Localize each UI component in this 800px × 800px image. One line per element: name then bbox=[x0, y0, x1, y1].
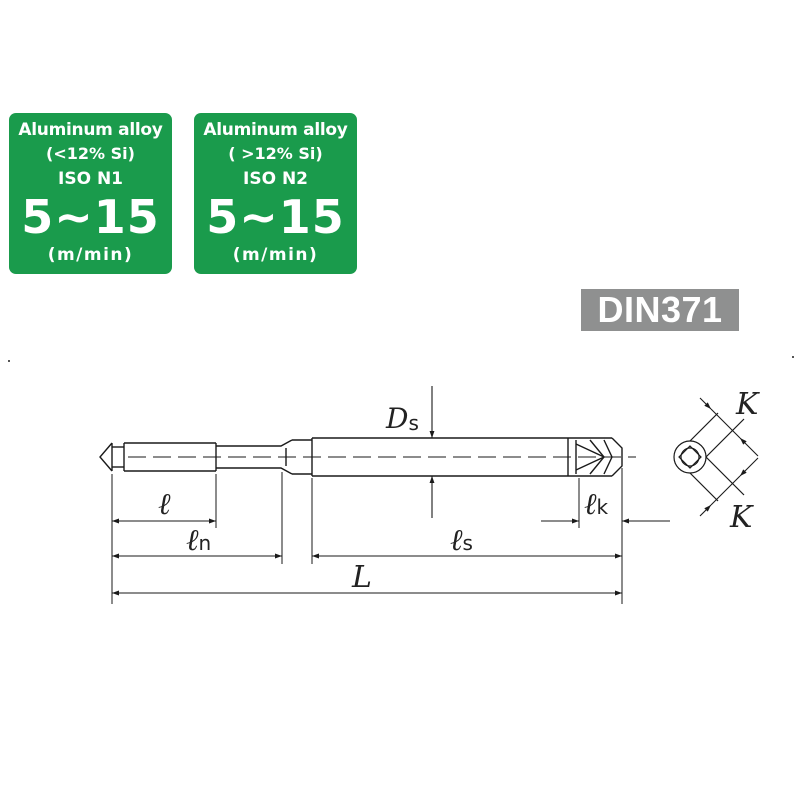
din-standard-tag: DIN371 bbox=[581, 289, 739, 331]
k-dimensions bbox=[699, 397, 759, 517]
end-view bbox=[673, 412, 745, 502]
l-label: ℓ bbox=[158, 487, 171, 522]
badge-speed-unit: (m/min) bbox=[47, 245, 134, 265]
badge-cutting-speed: 5~15 bbox=[206, 190, 345, 244]
edge-mark bbox=[792, 356, 794, 358]
badge-material-label: Aluminum alloy bbox=[18, 120, 163, 140]
dimension-lines bbox=[112, 518, 670, 596]
k-label-bottom: K bbox=[729, 500, 754, 535]
k-label-top: K bbox=[735, 387, 760, 422]
badge-iso-label: ISO N2 bbox=[243, 169, 308, 189]
badge-cutting-speed: 5~15 bbox=[21, 190, 160, 244]
material-badge-iso-n1: Aluminum alloy (<12% Si) ISO N1 5~15 (m/… bbox=[9, 113, 172, 274]
overall-length-label: L bbox=[351, 560, 372, 595]
badge-material-label: Aluminum alloy bbox=[203, 120, 348, 140]
material-badge-iso-n2: Aluminum alloy ( >12% Si) ISO N2 5~15 (m… bbox=[194, 113, 357, 274]
lk-label: ℓk bbox=[584, 487, 609, 522]
ds-label: Ds bbox=[385, 402, 419, 435]
ls-label: ℓs bbox=[450, 523, 473, 558]
badge-silicon-label: ( >12% Si) bbox=[228, 144, 323, 163]
badge-speed-unit: (m/min) bbox=[232, 245, 319, 265]
edge-mark bbox=[8, 360, 10, 362]
ln-label: ℓn bbox=[186, 523, 211, 558]
extension-lines bbox=[111, 468, 623, 604]
badge-silicon-label: (<12% Si) bbox=[46, 144, 135, 163]
badge-iso-label: ISO N1 bbox=[58, 169, 123, 189]
